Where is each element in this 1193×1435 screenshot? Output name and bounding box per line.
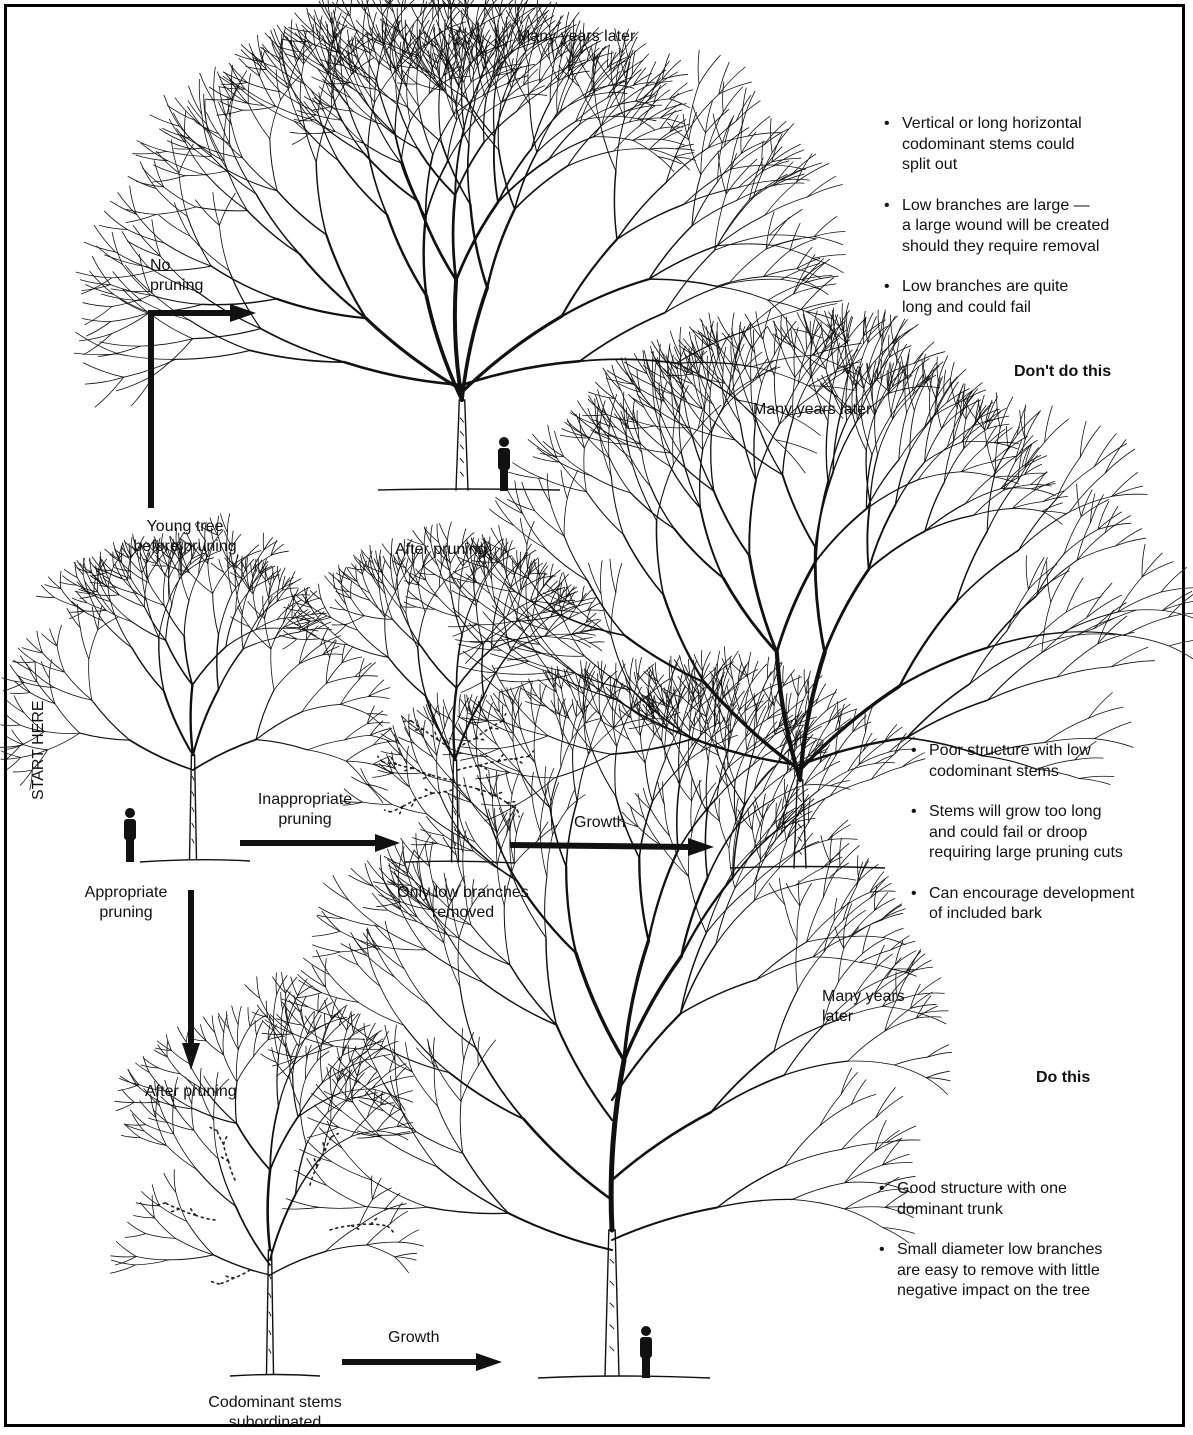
notes-bottom: Good structure with one dominant trunk S… [879,1179,1102,1322]
person-silhouette-bottom [640,1326,652,1378]
label-middle-many-years-later: Many years later [753,400,871,420]
label-young-tree: Young tree before pruning [120,517,250,557]
note-middle-3: Can encourage development of included ba… [911,884,1134,925]
note-middle-2: Stems will grow too long and could fail … [911,802,1134,864]
label-do-this: Do this [1036,1068,1090,1088]
label-start-here: START HERE [30,700,48,800]
tree-no-pruning [74,0,861,490]
label-after-pruning-bottom: After pruning [145,1082,237,1102]
person-silhouette-young [124,808,136,862]
note-bottom-2: Small diameter low branches are easy to … [879,1240,1102,1302]
label-inappropriate-pruning: Inappropriate pruning [238,790,372,830]
label-bottom-many-years-later: Many years later [822,987,905,1027]
note-bottom-1: Good structure with one dominant trunk [879,1179,1102,1220]
ground-top [378,489,560,490]
note-top-2: Low branches are large — a large wound w… [884,196,1109,258]
label-growth-bottom: Growth [388,1328,440,1348]
label-top-many-years-later: Many years later [517,27,635,47]
label-no-pruning: No pruning [150,256,203,296]
ground-after-pruning [405,861,515,863]
person-silhouette-top [498,437,510,491]
label-only-low-branches-removed: Only low branches removed [385,883,541,923]
note-top-3: Low branches are quite long and could fa… [884,277,1109,318]
arrow-no-pruning [151,304,256,508]
tree-codominant-subordinated [111,972,424,1374]
arrow-growth-bottom [342,1353,502,1371]
note-middle-1: Poor structure with low codominant stems [911,741,1134,782]
note-top-1: Vertical or long horizontal codominant s… [884,114,1109,176]
ground-young [140,860,250,862]
ground-bottom-left [230,1375,320,1377]
notes-middle: Poor structure with low codominant stems… [911,741,1134,945]
label-dont-do-this: Don't do this [1014,362,1111,382]
arrow-inappropriate-pruning [240,834,400,852]
arrow-appropriate-pruning [182,890,200,1070]
label-growth-middle: Growth [574,813,626,833]
label-appropriate-pruning: Appropriate pruning [68,883,184,923]
ground-bottom-right [538,1376,710,1378]
label-codominant-stems-subordinated: Codominant stems subordinated [195,1393,355,1433]
label-after-pruning-middle: After pruning [395,540,487,560]
notes-top: Vertical or long horizontal codominant s… [884,114,1109,338]
